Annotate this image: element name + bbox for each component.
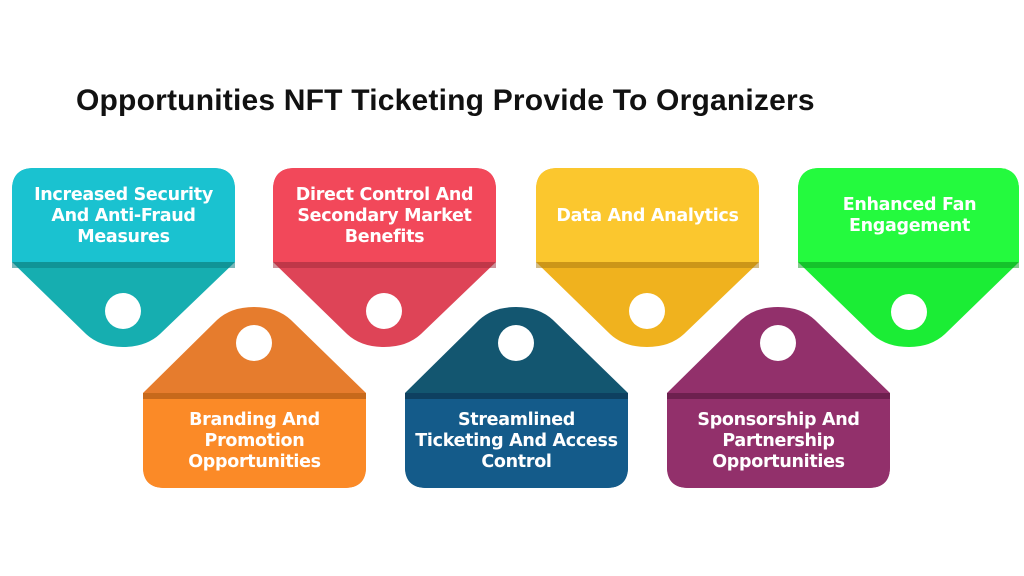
tag-data-analytics: Data And Analytics (536, 168, 759, 348)
tag-hole (366, 293, 402, 329)
tag-shape (273, 168, 496, 347)
tag-hole (236, 325, 272, 361)
page-title: Opportunities NFT Ticketing Provide To O… (76, 84, 815, 117)
tag-label: Streamlined Ticketing And Access Control (415, 409, 618, 472)
tag-hole (760, 325, 796, 361)
tag-shape (12, 168, 235, 347)
tag-hole (891, 294, 927, 330)
tag-streamlined-ticketing: Streamlined Ticketing And Access Control (405, 307, 628, 489)
tag-label: Data And Analytics (556, 205, 739, 226)
tag-direct-control: Direct Control And Secondary Market Bene… (273, 168, 496, 348)
tag-branding-promotion: Branding And Promotion Opportunities (143, 307, 366, 489)
tag-hole (629, 293, 665, 329)
tag-label: Enhanced Fan Engagement (842, 195, 977, 236)
tag-label: Direct Control And Secondary Market Bene… (295, 184, 474, 247)
tag-shape (667, 307, 890, 488)
tag-fan-engagement: Enhanced Fan Engagement (798, 168, 1021, 348)
tag-increased-security: Increased Security And Anti-Fraud Measur… (12, 168, 235, 348)
tag-label: Sponsorship And Partnership Opportunitie… (697, 409, 860, 472)
tag-shape (536, 168, 759, 347)
tag-hole (105, 293, 141, 329)
tag-shape (405, 307, 628, 488)
tag-shape (143, 307, 366, 488)
tag-label: Branding And Promotion Opportunities (188, 409, 321, 472)
tag-shape (798, 168, 1019, 347)
tag-sponsorship-partnership: Sponsorship And Partnership Opportunitie… (667, 307, 890, 489)
tag-label: Increased Security And Anti-Fraud Measur… (34, 184, 213, 247)
tag-hole (498, 325, 534, 361)
